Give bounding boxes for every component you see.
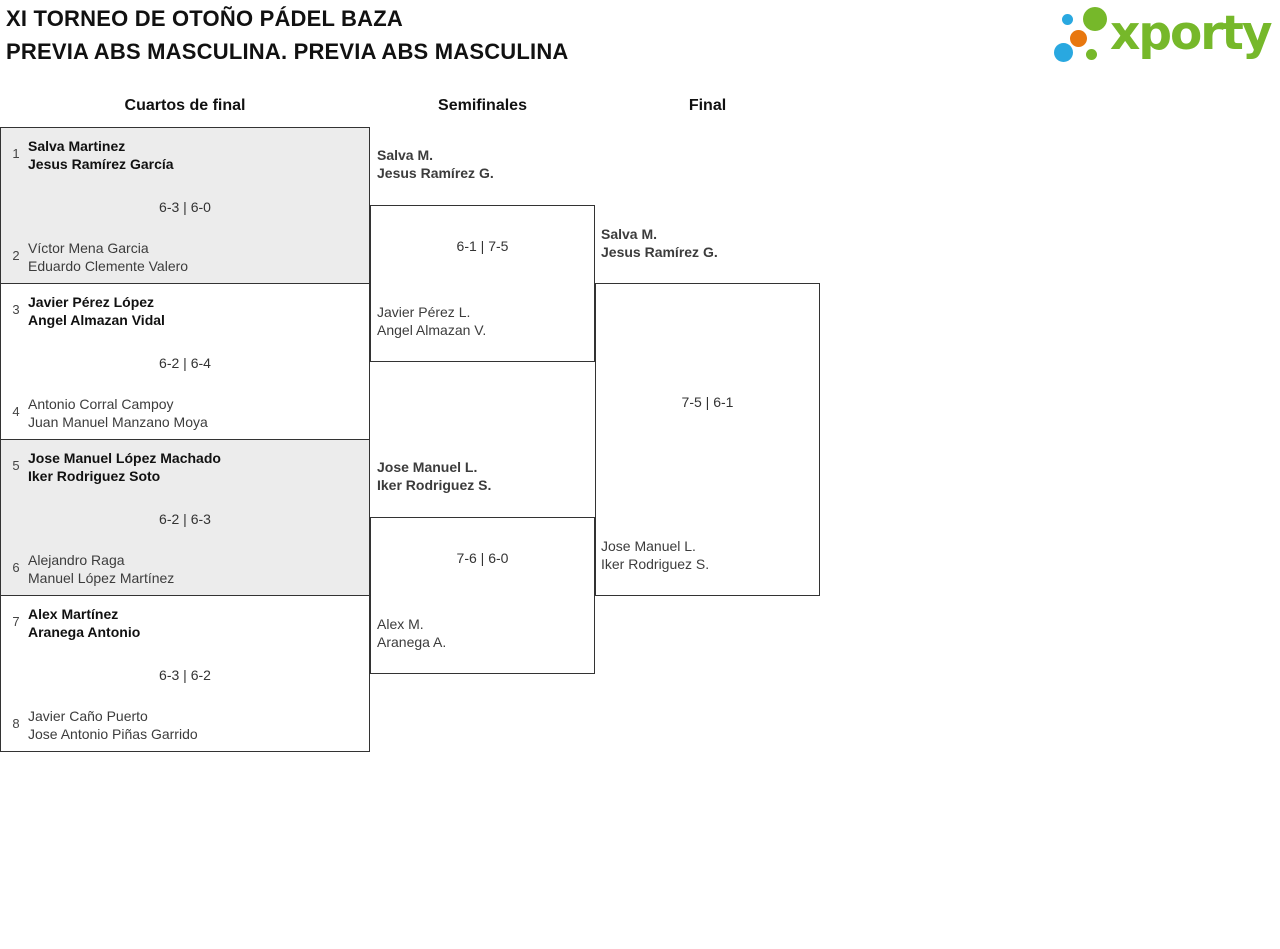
page-title: XI TORNEO DE OTOÑO PÁDEL BAZA PREVIA ABS… [6,2,569,68]
xporty-logo[interactable]: xporty [1048,0,1280,78]
semifinal-match-1 [370,205,595,362]
logo-dot-blue-large-icon [1054,43,1073,62]
logo-dot-green-small-icon [1086,49,1097,60]
team-name: Jose Manuel López Machado Iker Rodriguez… [28,450,221,484]
quarterfinal-match-3: 5 Jose Manuel López Machado Iker Rodrigu… [0,439,370,596]
seed-number: 3 [12,302,20,317]
logo-dot-orange-icon [1070,30,1087,47]
match-score: 6-3 | 6-0 [159,199,211,215]
title-line-1: XI TORNEO DE OTOÑO PÁDEL BAZA [6,6,403,31]
seed-number: 8 [12,716,20,731]
round-header-final: Final [688,97,727,114]
semifinal-match-2 [370,517,595,674]
team-name: Javier Pérez L. Angel Almazan V. [377,304,487,338]
team-name: Alex Martínez Aranega Antonio [28,606,141,640]
team-name: Javier Pérez López Angel Almazan Vidal [28,294,165,328]
match-score: 7-5 | 6-1 [681,394,734,410]
seed-number: 2 [12,248,20,263]
logo-dot-green-large-icon [1083,7,1107,31]
team-name: Alex M. Aranega A. [377,616,447,650]
seed-number: 7 [12,614,20,629]
team-name: Salva Martinez Jesus Ramírez García [28,138,174,172]
match-score: 7-6 | 6-0 [456,550,509,566]
round-header-quarterfinals: Cuartos de final [124,97,246,114]
team-name: Salva M. Jesus Ramírez G. [601,226,718,260]
final-match [595,283,820,596]
team-name: Salva M. Jesus Ramírez G. [377,147,494,181]
team-name: Javier Caño Puerto Jose Antonio Piñas Ga… [28,708,198,742]
logo-dot-blue-small-icon [1062,14,1073,25]
seed-number: 4 [12,404,20,419]
quarterfinal-match-1: 1 Salva Martinez Jesus Ramírez García 6-… [0,127,370,284]
seed-number: 1 [12,146,20,161]
logo-wordmark: xporty [1110,6,1273,61]
match-score: 6-1 | 7-5 [456,238,509,254]
seed-number: 6 [12,560,20,575]
team-name: Jose Manuel L. Iker Rodriguez S. [377,459,492,493]
quarterfinal-match-4: 7 Alex Martínez Aranega Antonio 6-3 | 6-… [0,595,370,752]
team-name: Víctor Mena Garcia Eduardo Clemente Vale… [28,240,189,274]
match-score: 6-2 | 6-3 [159,511,211,527]
quarterfinal-match-2: 3 Javier Pérez López Angel Almazan Vidal… [0,283,370,440]
title-line-2: PREVIA ABS MASCULINA. PREVIA ABS MASCULI… [6,39,569,64]
match-score: 6-3 | 6-2 [159,667,211,683]
team-name: Alejandro Raga Manuel López Martínez [28,552,175,586]
team-name: Antonio Corral Campoy Juan Manuel Manzan… [28,396,208,430]
team-name: Jose Manuel L. Iker Rodriguez S. [601,538,710,572]
match-score: 6-2 | 6-4 [159,355,211,371]
round-header-semifinals: Semifinales [438,97,527,114]
seed-number: 5 [12,458,20,473]
